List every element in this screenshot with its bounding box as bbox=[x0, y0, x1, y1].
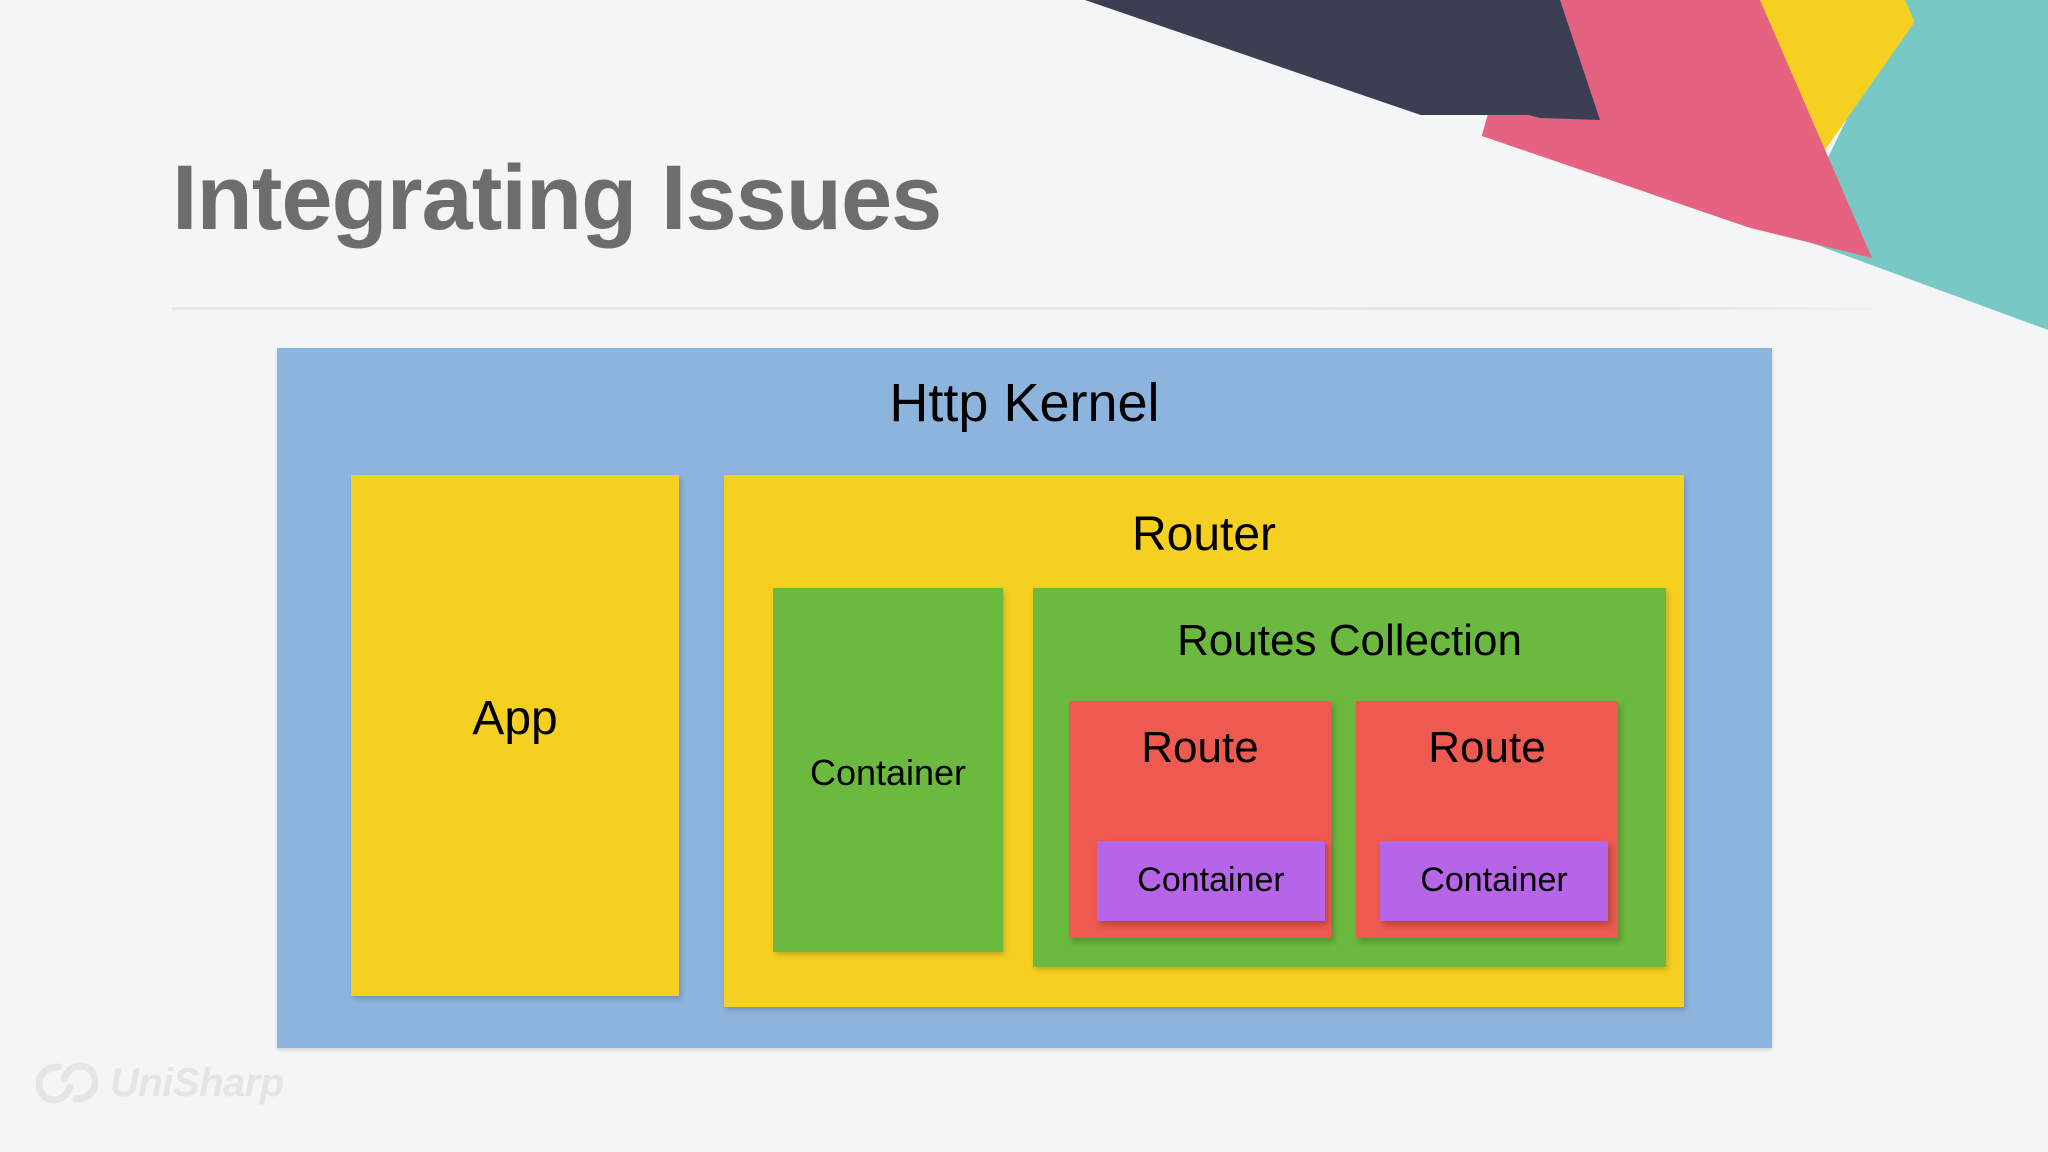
app-label: App bbox=[472, 692, 558, 745]
http-kernel-label: Http Kernel bbox=[889, 373, 1160, 433]
route-container-box[interactable]: Container bbox=[1380, 841, 1608, 921]
routes-collection-box[interactable]: Routes Collection Route Container Route … bbox=[1033, 588, 1666, 967]
navy-shape-body bbox=[1085, 0, 1590, 115]
route-container-label: Container bbox=[1420, 861, 1568, 899]
navy-shape bbox=[1085, 0, 1600, 120]
route-container-label: Container bbox=[1137, 861, 1285, 899]
route-box[interactable]: Route Container bbox=[1356, 701, 1618, 938]
title-area: Integrating Issues bbox=[172, 150, 1872, 247]
router-label: Router bbox=[1131, 508, 1277, 561]
logo-text: UniSharp bbox=[110, 1061, 284, 1105]
router-container-label: Container bbox=[809, 752, 967, 793]
footer-logo: UniSharp bbox=[36, 1062, 284, 1104]
paper-overlay-right bbox=[1905, 0, 2048, 330]
app-box[interactable]: App bbox=[351, 475, 679, 996]
page-title: Integrating Issues bbox=[172, 147, 942, 249]
router-box[interactable]: Router Container Routes Collection Route… bbox=[724, 475, 1684, 1007]
routes-collection-label: Routes Collection bbox=[1177, 616, 1522, 665]
route-container-box[interactable]: Container bbox=[1097, 841, 1325, 921]
linked-loops-icon bbox=[36, 1062, 98, 1104]
route-label: Route bbox=[1428, 723, 1546, 772]
architecture-diagram: Http Kernel App Router Container Routes … bbox=[277, 348, 1772, 1048]
title-divider bbox=[172, 307, 1872, 310]
route-label: Route bbox=[1141, 723, 1259, 772]
router-container-box[interactable]: Container bbox=[773, 588, 1003, 952]
http-kernel-box[interactable]: Http Kernel App Router Container Routes … bbox=[277, 348, 1772, 1048]
route-box[interactable]: Route Container bbox=[1069, 701, 1331, 938]
